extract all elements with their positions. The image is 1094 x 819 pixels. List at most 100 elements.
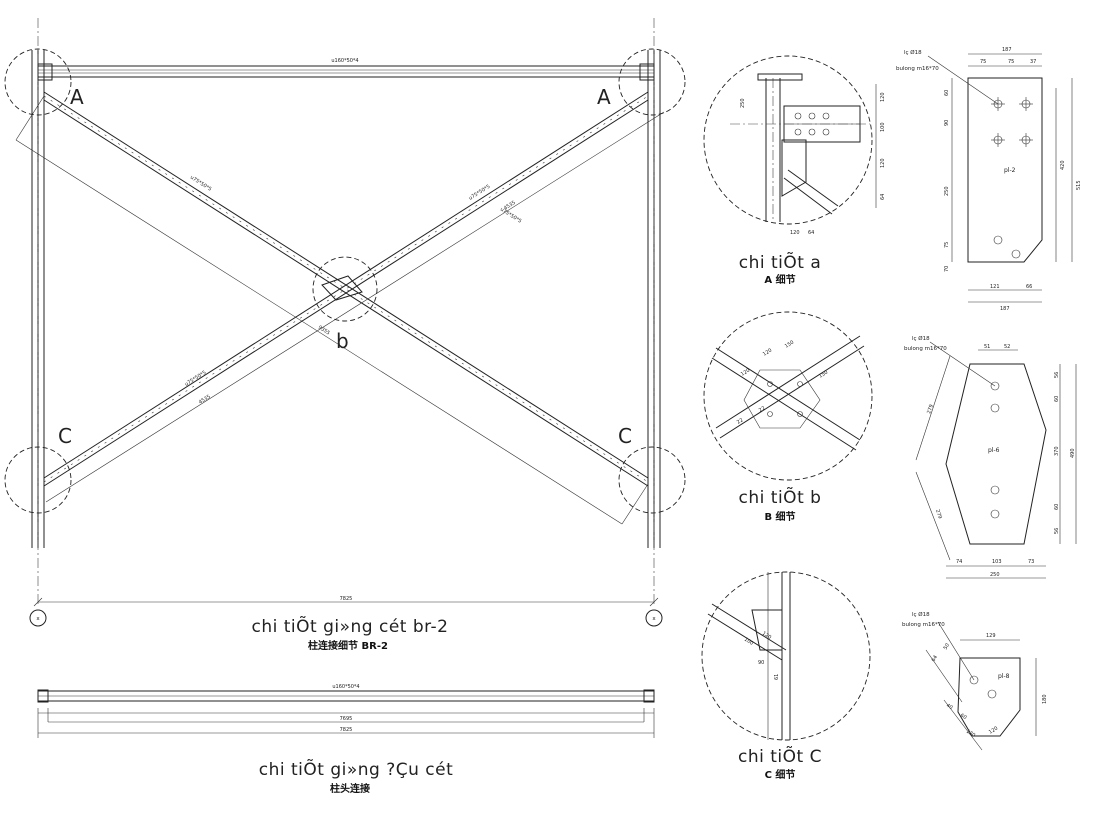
- detail-b-dim-1: 120: [762, 348, 773, 358]
- lower-inner-length: 7695: [340, 716, 353, 722]
- plate-pl2-bottom-2: 187: [1000, 306, 1010, 312]
- detail-c: 100 120 90 61 chi tiÕt C C 细节: [701, 571, 871, 781]
- plate-pl6-right-3: 60: [1054, 504, 1060, 510]
- plate-pl8-note-2: bulong m16*70: [902, 622, 945, 628]
- plate-pl8-name: pl-8: [998, 673, 1010, 680]
- detail-b-title: chi tiÕt b: [739, 486, 822, 508]
- detail-circle-b: [312, 256, 378, 322]
- brace-label-2: u75*50*5: [468, 184, 492, 202]
- marker-a-left: A: [70, 85, 84, 109]
- marker-b: b: [336, 329, 349, 353]
- plate-pl2-left-0: 60: [944, 90, 950, 96]
- detail-a-dim-3: 120: [880, 158, 886, 168]
- plate-pl8-side-4: 120: [965, 729, 976, 739]
- detail-b-dim-3: 150: [818, 370, 829, 380]
- plate-pl6: lç Ø18 bulong m16*70 pl-6 51 52 279 279 …: [904, 335, 1077, 579]
- diag-length: 9355: [317, 325, 331, 337]
- plate-pl6-note-1: lç Ø18: [912, 335, 930, 342]
- lower-elevation: u160*50*4 7695 7825 chi tiÕt gi»ng ?Çu c…: [37, 684, 655, 795]
- detail-c-gusset: [751, 609, 783, 651]
- plate-pl2-bottom-0: 121: [990, 284, 1000, 290]
- plate-pl8-bolts: [969, 675, 997, 699]
- plate-pl6-name: pl-6: [988, 447, 1000, 454]
- detail-c-circle: [701, 571, 871, 741]
- detail-a-bolts: [794, 112, 830, 136]
- detail-a-title: chi tiÕt a: [739, 251, 822, 273]
- brace-label-3: u75*50*5: [499, 207, 523, 225]
- plate-pl8-outline: [957, 657, 1021, 737]
- detail-a-dim-5: 120: [790, 230, 800, 236]
- plate-pl6-bottom-1: 103: [992, 559, 1002, 565]
- brace-length-2: 4535: [198, 394, 212, 406]
- plate-pl2-bottom-1: 66: [1026, 284, 1032, 290]
- plate-pl2-right-5: 420: [1060, 160, 1066, 170]
- axis-symbol-right: x: [652, 616, 656, 622]
- left-column: [31, 18, 53, 605]
- plate-pl2-left-3: 75: [944, 242, 950, 248]
- plate-pl8-side-1: 50: [943, 642, 951, 651]
- detail-c-dim-3: 61: [774, 674, 780, 680]
- diag-dim-line-2: [45, 111, 665, 503]
- detail-circle-c-left: [4, 446, 72, 514]
- plate-pl6-top-1: 52: [1004, 344, 1010, 350]
- diag-dim-line-1: [15, 139, 623, 525]
- main-elevation-subtitle: 柱连接细节 BR-2: [308, 639, 388, 652]
- detail-circle-a-left: [4, 48, 72, 116]
- plate-pl6-bottom-0: 74: [956, 559, 962, 565]
- plate-pl6-note-2: bulong m16*70: [904, 346, 947, 352]
- detail-b-dim-0: 120: [740, 368, 751, 378]
- detail-b-dim-4: 22: [736, 417, 745, 425]
- detail-a-dim-1: 120: [880, 92, 886, 102]
- detail-b-circle: [703, 311, 873, 481]
- detail-a-cap-plate: [757, 73, 803, 81]
- detail-a-dim-2: 100: [880, 122, 886, 132]
- main-elevation-title: chi tiÕt gi»ng cét br-2: [252, 615, 449, 637]
- brace-label-4: u75*50*5: [184, 370, 208, 388]
- detail-circle-a-right: [618, 48, 686, 116]
- detail-b-bolts: [767, 381, 803, 417]
- plate-pl2-outline: [967, 77, 1043, 263]
- plate-pl2-name: pl-2: [1004, 167, 1016, 174]
- axis-bubble-left: [29, 609, 47, 627]
- detail-a-dim-0: 250: [740, 98, 746, 108]
- plate-pl2-top-0: 187: [1002, 47, 1012, 53]
- center-gusset: [321, 275, 363, 301]
- plate-pl6-right-0: 56: [1054, 372, 1060, 378]
- plate-pl6-outline: [945, 363, 1047, 545]
- plate-pl6-right-1: 60: [1054, 396, 1060, 402]
- lower-elevation-title: chi tiÕt gi»ng ?Çu cét: [259, 758, 454, 780]
- right-column: [639, 18, 661, 605]
- plate-pl2-top-2: 75: [1008, 59, 1014, 65]
- brace-label-1: u75*50*5: [189, 175, 213, 193]
- axis-bubble-right: [645, 609, 663, 627]
- plate-pl8-side-2: 40: [945, 703, 954, 711]
- diagonal-brace-1: [43, 91, 649, 487]
- detail-a-circle: [703, 55, 873, 225]
- plate-pl6-right-2: 370: [1054, 446, 1060, 456]
- plate-pl6-side-0: 279: [926, 404, 935, 415]
- plate-pl2-note-1: lç Ø18: [904, 49, 922, 56]
- plate-pl8: lç Ø18 bulong m16*70 pl-8 129 180 64 50 …: [902, 611, 1048, 751]
- top-beam-label: u160*50*4: [331, 58, 358, 64]
- detail-a-dim-6: 64: [808, 230, 814, 236]
- lower-beam-label: u160*50*4: [332, 684, 359, 690]
- main-elevation: u160*50*4: [4, 18, 686, 652]
- plate-pl6-bolts: [990, 381, 1000, 519]
- plate-pl8-note-1: lç Ø18: [912, 611, 930, 618]
- axis-symbol-left: x: [36, 616, 40, 622]
- plate-pl8-side-5: 120: [988, 726, 999, 736]
- detail-a: 250 120 100 120 64 120 64 chi tiÕt a A 细…: [703, 55, 886, 286]
- top-beam: [37, 65, 655, 78]
- plate-pl8-right: 180: [1042, 694, 1048, 704]
- plate-pl6-bottom-2: 73: [1028, 559, 1034, 565]
- detail-b: 120 120 150 150 22 22 chi tiÕt b B 细节: [703, 311, 873, 523]
- detail-c-dim-1: 120: [761, 631, 772, 641]
- plate-pl2: lç Ø18 bulong m16*70 pl-2 187 75 75 37 6…: [896, 47, 1082, 312]
- detail-circle-c-right: [618, 446, 686, 514]
- detail-b-dim-2: 150: [784, 340, 795, 350]
- brace-length-1: 4535: [503, 200, 517, 212]
- diagonal-brace-2: [43, 91, 649, 487]
- plate-pl8-top: 129: [986, 633, 996, 639]
- plate-pl6-right-4: 56: [1054, 528, 1060, 534]
